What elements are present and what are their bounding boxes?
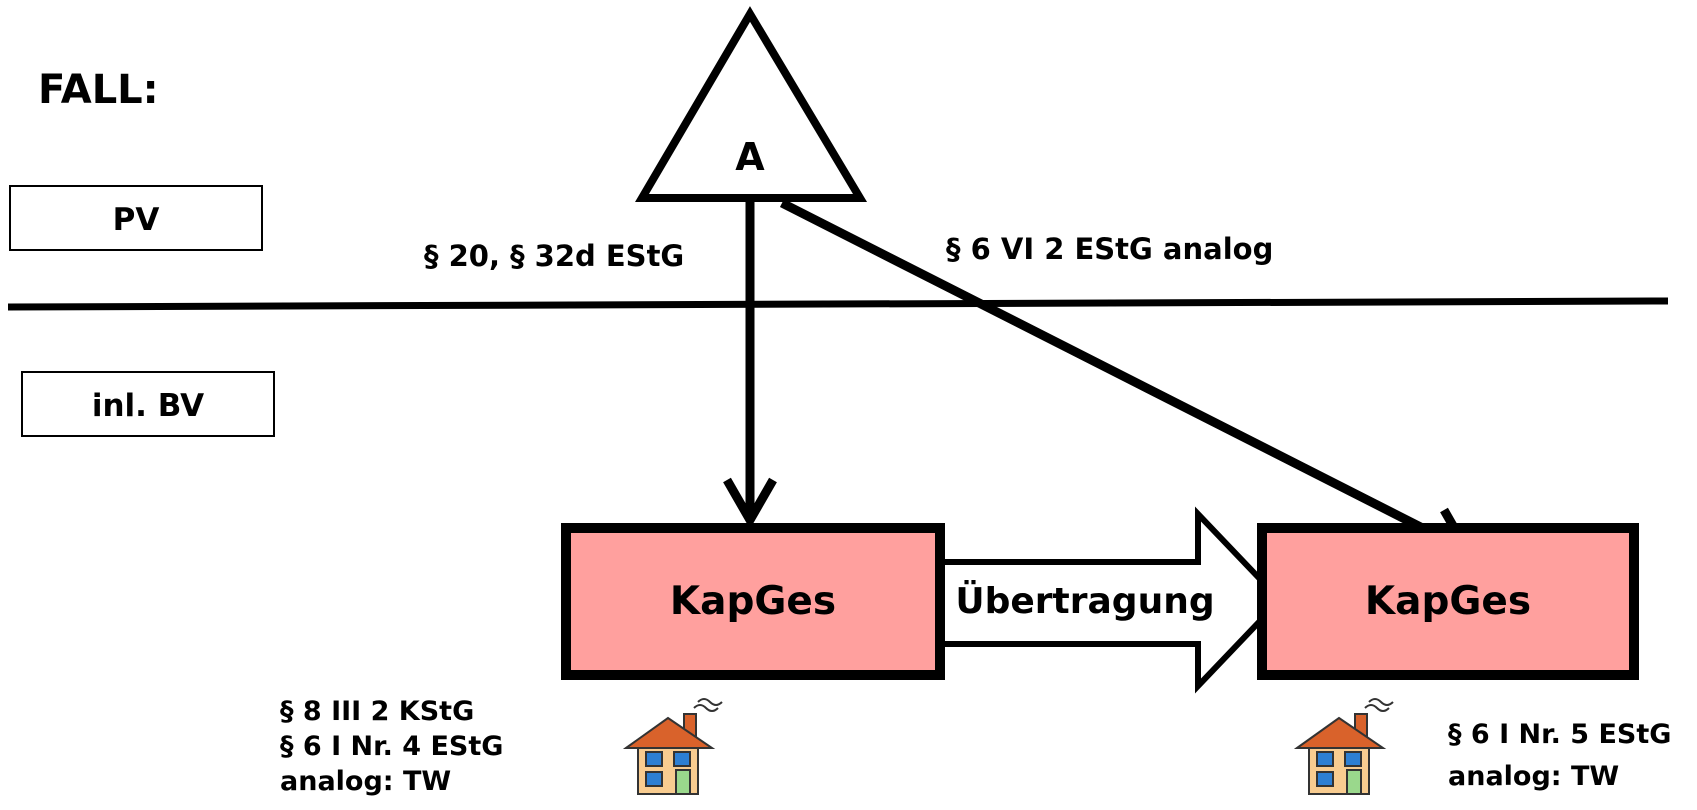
heading: FALL: — [38, 67, 159, 113]
company-right-label: KapGes — [1365, 579, 1531, 624]
arrow-to-left-company — [723, 200, 777, 530]
note-left-line-2: § 6 I Nr. 4 EStG — [280, 731, 503, 762]
legend-box-upper-label: PV — [113, 202, 160, 238]
note-left: § 8 III 2 KStG § 6 I Nr. 4 EStG analog: … — [280, 696, 503, 797]
legend-box-lower-label: inl. BV — [92, 388, 204, 424]
legend-box-lower: inl. BV — [21, 371, 275, 437]
note-right-line-1: § 6 I Nr. 5 EStG — [1448, 719, 1671, 750]
house-icon — [1296, 698, 1394, 795]
legend-box-upper: PV — [9, 185, 263, 251]
note-right: § 6 I Nr. 5 EStG analog: TW — [1448, 719, 1671, 792]
edge-label-left: § 20, § 32d EStG — [424, 239, 684, 273]
edge-label-right: § 6 VI 2 EStG analog — [946, 232, 1273, 266]
house-icon — [625, 698, 723, 795]
shareholder-label: A — [735, 135, 765, 179]
divider-line — [7, 297, 1669, 311]
note-left-line-3: analog: TW — [280, 766, 451, 797]
note-left-line-1: § 8 III 2 KStG — [280, 696, 474, 727]
company-left-label: KapGes — [670, 579, 836, 624]
note-right-line-2: analog: TW — [1448, 761, 1619, 792]
transfer-arrow: Übertragung — [917, 506, 1285, 694]
transfer-label: Übertragung — [955, 580, 1214, 622]
company-box-right: KapGes — [1257, 523, 1639, 680]
company-box-left: KapGes — [561, 523, 945, 680]
shareholder-triangle: A — [635, 6, 868, 202]
